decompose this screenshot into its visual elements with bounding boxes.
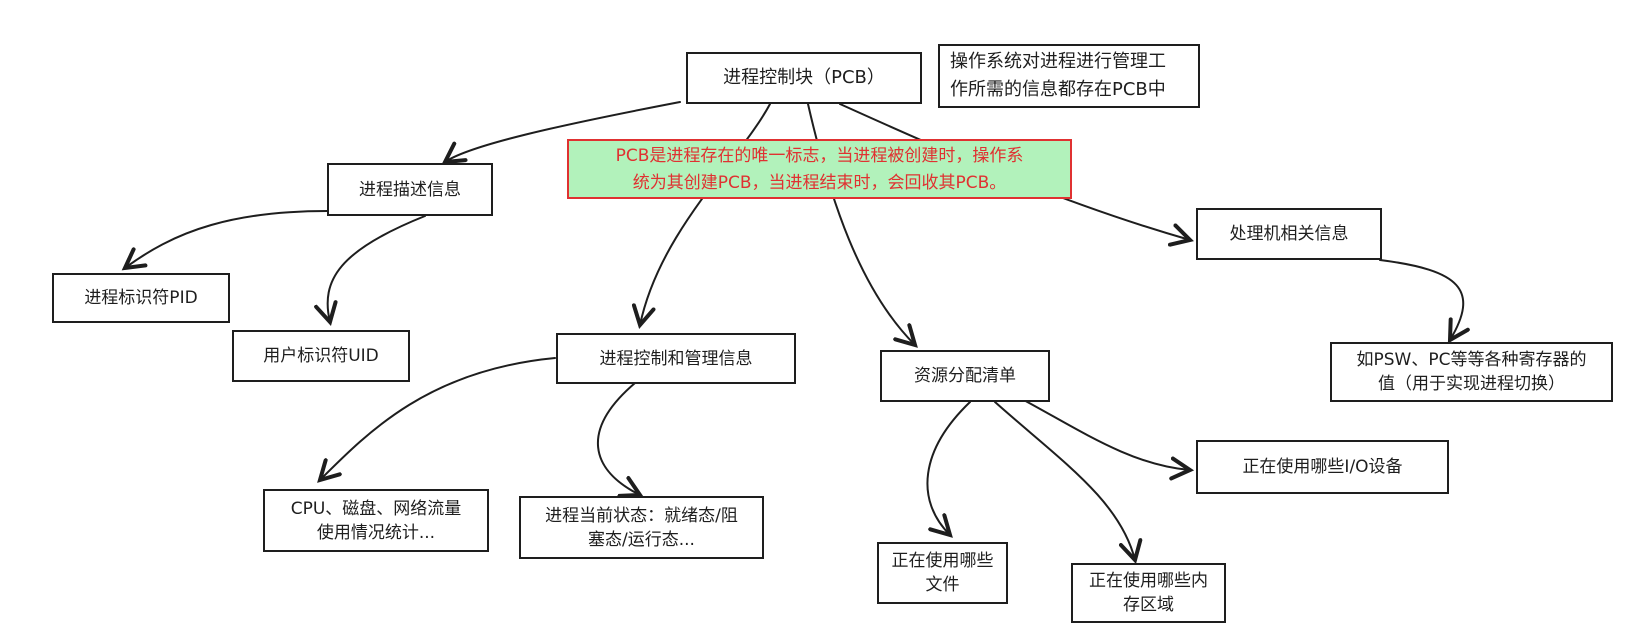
node-resources[interactable]: 资源分配清单: [880, 350, 1050, 402]
root-node-label: 进程控制块（PCB）: [723, 67, 885, 88]
arrow-res-to-io: [1019, 397, 1190, 470]
arrow-ctrl-to-state: [597, 382, 640, 495]
node-proc-state-label: 进程当前状态：就绪态/阻 塞态/运行态...: [545, 505, 738, 550]
node-processor-label: 处理机相关信息: [1229, 224, 1349, 244]
node-memory-label: 正在使用哪些内 存区域: [1089, 571, 1208, 615]
node-pid[interactable]: 进程标识符PID: [52, 273, 230, 323]
node-registers[interactable]: 如PSW、PC等等各种寄存器的 值（用于实现进程切换）: [1330, 342, 1613, 402]
arrow-ctrl-to-cpu: [320, 357, 556, 480]
node-files-label: 正在使用哪些 文件: [891, 551, 994, 595]
node-io-devices[interactable]: 正在使用哪些I/O设备: [1196, 440, 1449, 494]
pcb-note: 操作系统对进程进行管理工 作所需的信息都存在PCB中: [938, 44, 1200, 108]
node-process-desc-label: 进程描述信息: [359, 179, 461, 200]
node-pid-label: 进程标识符PID: [84, 288, 198, 308]
node-uid[interactable]: 用户标识符UID: [232, 330, 410, 382]
node-process-desc[interactable]: 进程描述信息: [327, 163, 493, 216]
node-memory[interactable]: 正在使用哪些内 存区域: [1071, 563, 1226, 623]
node-resources-label: 资源分配清单: [914, 366, 1016, 386]
node-cpu-stats-label: CPU、磁盘、网络流量 使用情况统计...: [290, 498, 462, 543]
arrow-pcb-to-process-ctrl: [640, 103, 771, 325]
arrow-pcb-to-process-desc: [445, 101, 681, 162]
node-proc-state[interactable]: 进程当前状态：就绪态/阻 塞态/运行态...: [519, 496, 764, 559]
node-files[interactable]: 正在使用哪些 文件: [877, 542, 1008, 604]
node-process-ctrl[interactable]: 进程控制和管理信息: [556, 333, 796, 384]
arrow-desc-to-uid: [328, 215, 426, 322]
node-cpu-stats[interactable]: CPU、磁盘、网络流量 使用情况统计...: [263, 489, 489, 552]
node-process-ctrl-label: 进程控制和管理信息: [599, 348, 753, 369]
node-registers-label: 如PSW、PC等等各种寄存器的 值（用于实现进程切换）: [1356, 350, 1587, 394]
node-uid-label: 用户标识符UID: [263, 346, 379, 366]
node-processor[interactable]: 处理机相关信息: [1196, 208, 1382, 260]
arrow-res-to-files: [926, 401, 971, 535]
arrow-proc-to-registers: [1379, 259, 1463, 340]
arrow-desc-to-pid: [125, 210, 366, 268]
node-io-devices-label: 正在使用哪些I/O设备: [1242, 457, 1403, 477]
root-node-pcb[interactable]: 进程控制块（PCB）: [686, 52, 922, 104]
arrow-res-to-memory: [994, 401, 1135, 560]
pcb-highlight-note: PCB是进程存在的唯一标志，当进程被创建时，操作系 统为其创建PCB，当进程结束…: [567, 139, 1072, 199]
